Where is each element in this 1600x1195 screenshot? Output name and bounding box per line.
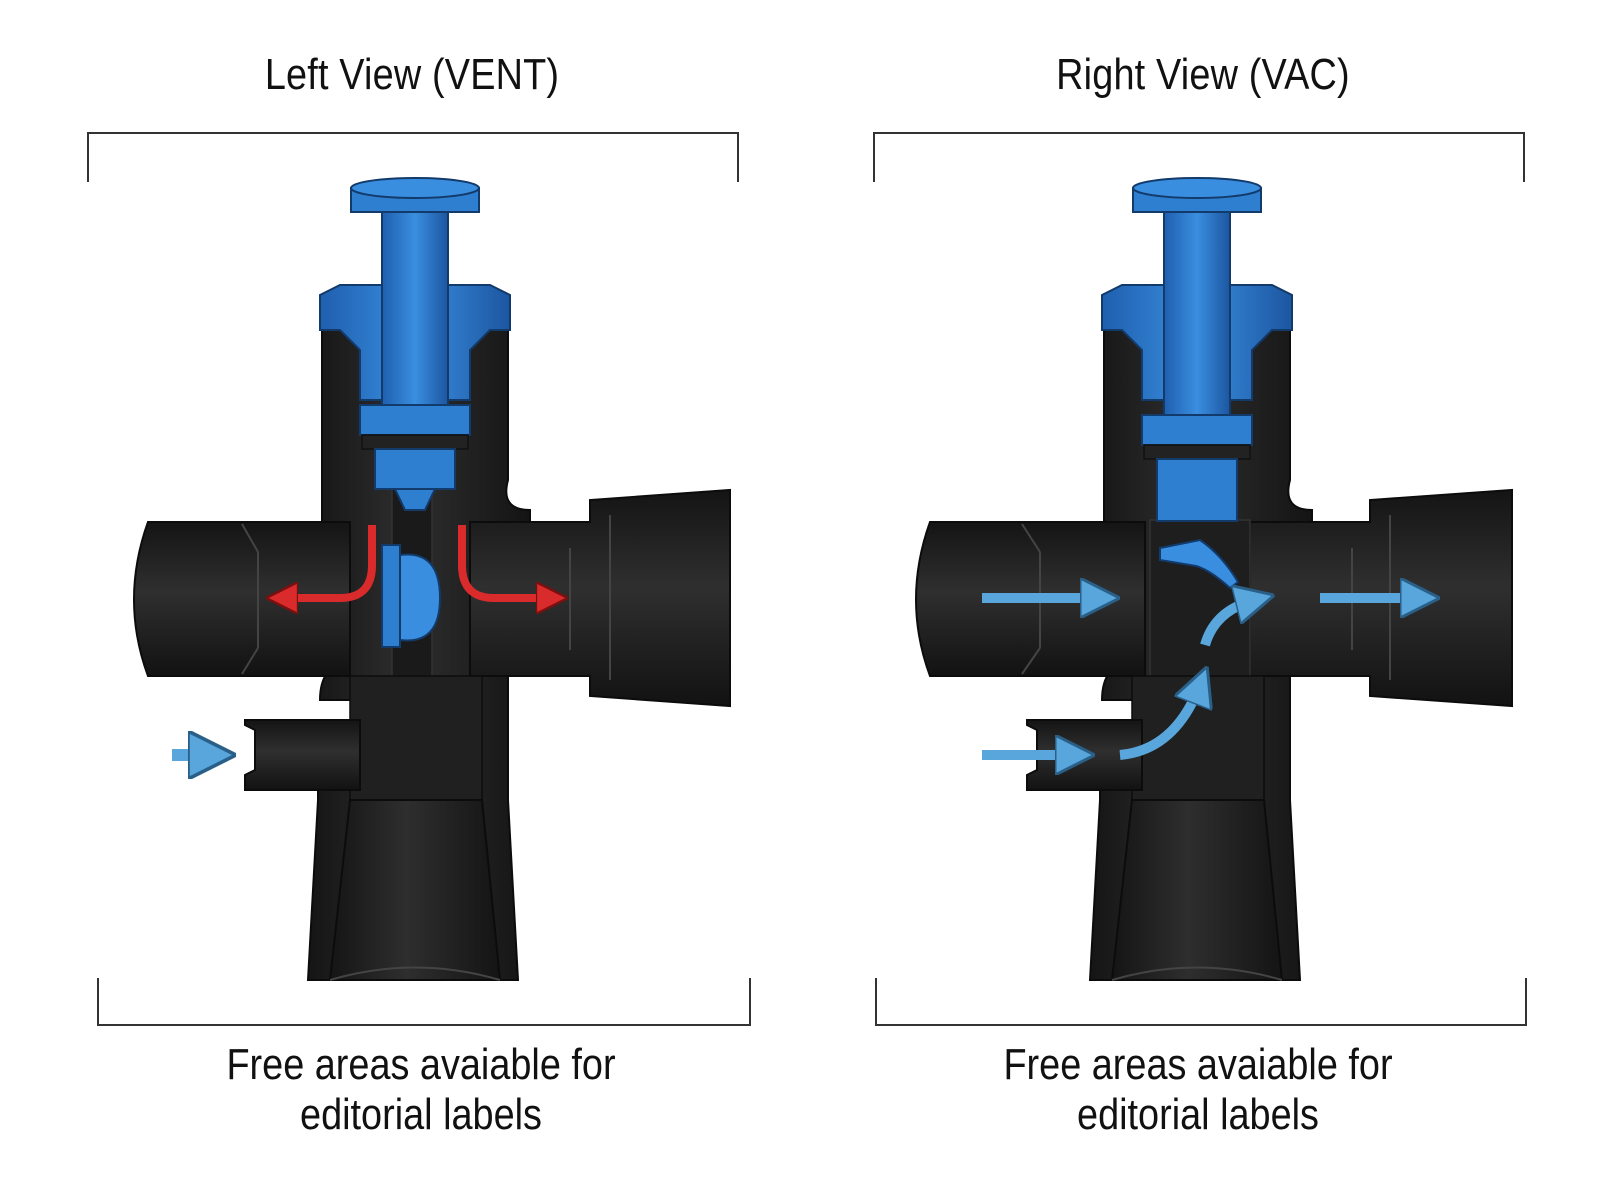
right-caption-line1: Free areas avaiable for (1003, 1040, 1393, 1089)
left-plunger (319, 177, 511, 648)
left-caption-line1: Free areas avaiable for (226, 1040, 616, 1089)
left-vent-arrows (282, 525, 552, 598)
right-view-title: Right View (VAC) (1056, 50, 1350, 99)
left-view-title: Left View (VENT) (264, 50, 560, 99)
left-caption-line2: editorial labels (300, 1090, 542, 1139)
left-bottom-bracket (97, 978, 751, 1026)
right-vac-arrows (982, 598, 1420, 755)
right-bottom-bracket (875, 978, 1527, 1026)
right-plunger (1101, 177, 1293, 590)
right-caption: Free areas avaiable for editorial labels (957, 1040, 1439, 1140)
right-caption-line2: editorial labels (1077, 1090, 1319, 1139)
left-top-bracket (87, 132, 739, 182)
left-caption: Free areas avaiable for editorial labels (180, 1040, 662, 1140)
right-top-bracket (873, 132, 1525, 182)
